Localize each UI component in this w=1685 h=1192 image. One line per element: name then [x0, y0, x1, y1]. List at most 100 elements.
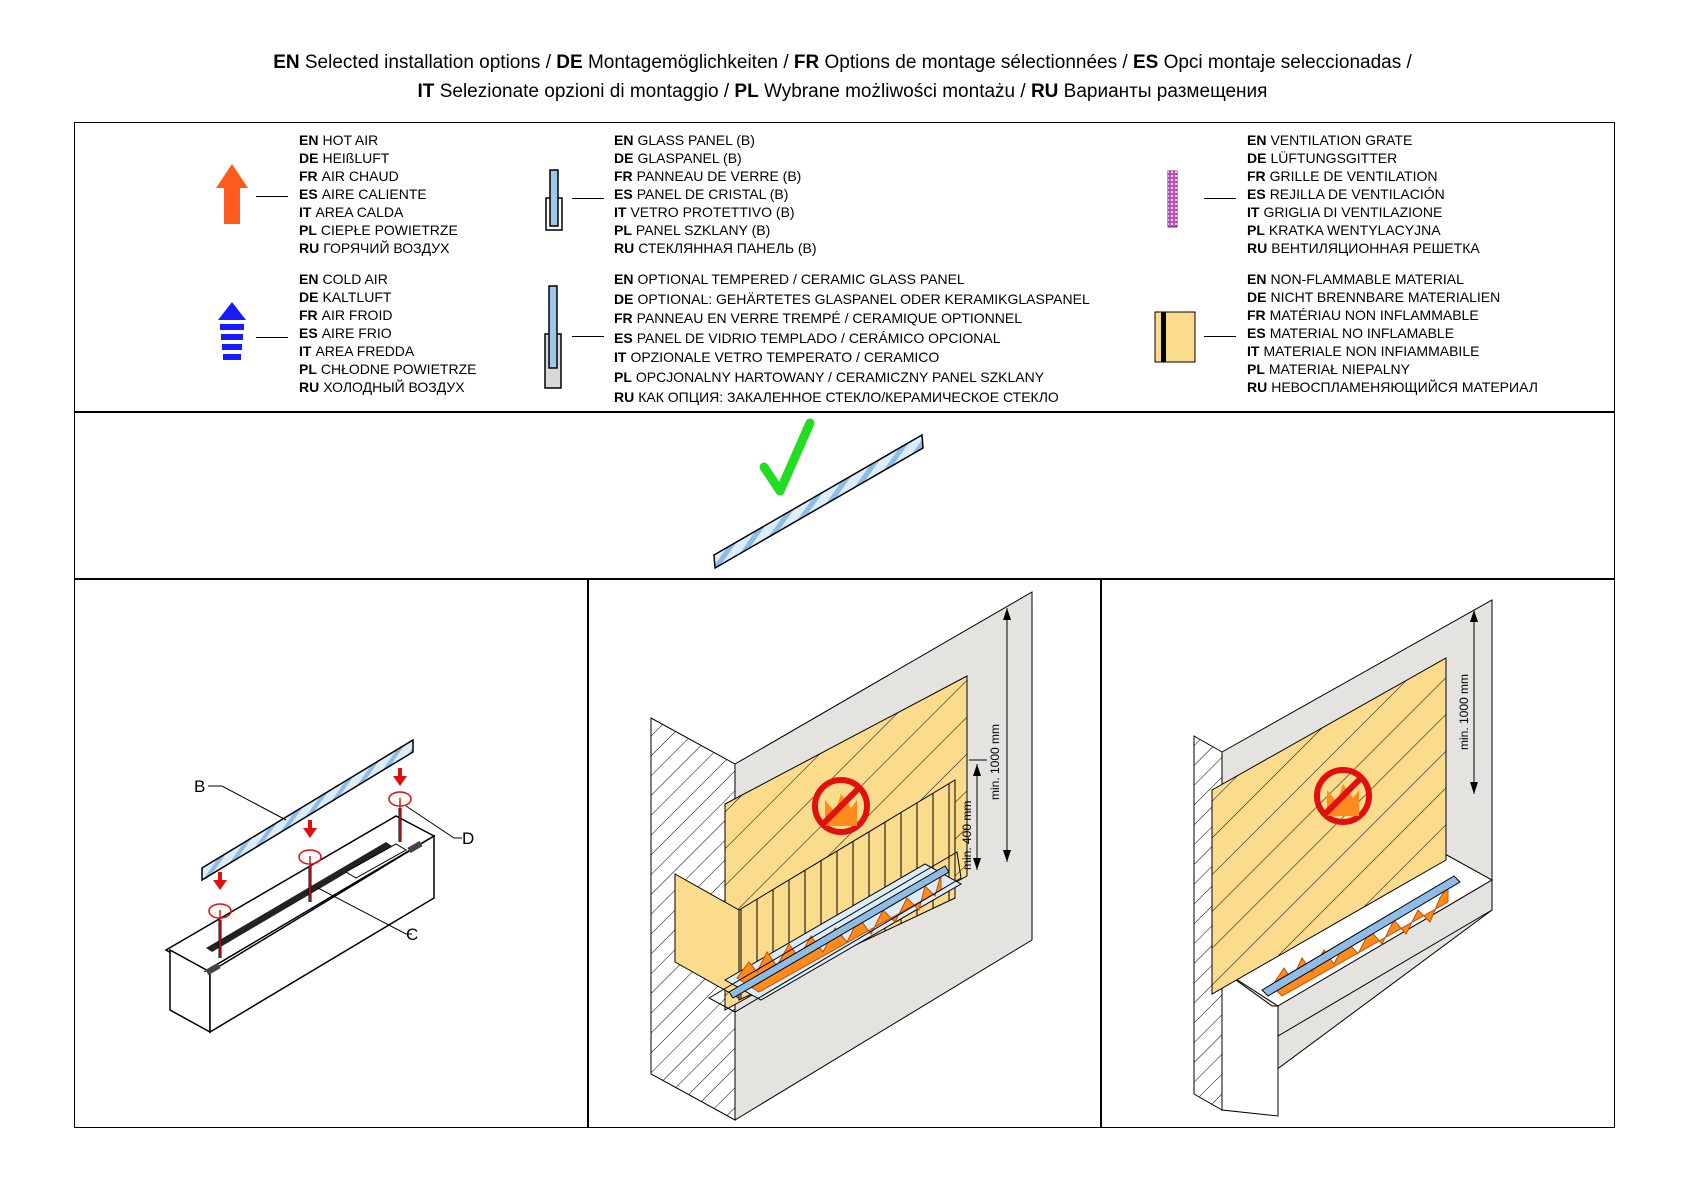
legend-label: HOT AIR — [322, 132, 379, 148]
lang-code: DE — [1247, 150, 1267, 166]
lang-code: IT — [299, 204, 312, 220]
title-text: Selezionate opzioni di montaggio / — [434, 81, 735, 102]
lang-code: FR — [299, 307, 318, 323]
installation-panel-2 — [587, 578, 1102, 1128]
lang-code: FR — [1247, 307, 1266, 323]
legend-label: PANEL DE CRISTAL (B) — [636, 186, 789, 202]
check-icon — [759, 418, 815, 496]
lang-code: FR — [299, 168, 318, 184]
legend-label: AIR FROID — [321, 307, 393, 323]
lang-code: IT — [299, 343, 312, 359]
lang-code: EN — [1247, 271, 1267, 287]
legend-label: REJILLA DE VENTILACIÓN — [1269, 186, 1445, 202]
lang-code: ES — [299, 186, 318, 202]
lang-code: IT — [1247, 204, 1260, 220]
optional-glass-icon — [544, 285, 562, 389]
lang-code: DE — [614, 290, 634, 307]
legend-label: CHŁODNE POWIETRZE — [320, 361, 477, 377]
legend-label: AIRE CALIENTE — [321, 186, 427, 202]
lang-code: RU — [614, 240, 635, 256]
page-title-line2: IT Selezionate opzioni di montaggio / PL… — [0, 81, 1685, 103]
legend-label: PANNEAU EN VERRE TREMPÉ / CERAMIQUE OPTI… — [636, 310, 1022, 327]
lang-code: FR — [1247, 168, 1266, 184]
lang-code: DE — [299, 150, 319, 166]
wall-installation-diagram: min. 1000 mm — [1193, 599, 1494, 1117]
installation-panel-3 — [1100, 578, 1615, 1128]
legend-label: СТЕКЛЯННАЯ ПАНЕЛЬ (B) — [638, 240, 817, 256]
glass-panel-icon — [545, 169, 563, 231]
lang-code: RU — [1247, 379, 1268, 395]
lang-code: PL — [1247, 361, 1265, 377]
lang-code: ES — [1247, 186, 1266, 202]
legend-label: PANNEAU DE VERRE (B) — [636, 168, 802, 184]
lang-code: ES — [614, 329, 633, 346]
legend-label: GLASPANEL (B) — [637, 150, 742, 166]
hot-air-icon — [216, 164, 248, 224]
lang-code: RU — [299, 379, 320, 395]
legend-label: OPCJONALNY HARTOWANY / CERAMICZNY PANEL … — [635, 368, 1045, 385]
dim-min-1000-corner: min. 1000 mm — [988, 724, 1002, 800]
legend-label: PANEL SZKLANY (B) — [635, 222, 771, 238]
title-text: Montagemöglichkeiten / — [582, 52, 794, 73]
lang-code: RU — [299, 240, 320, 256]
installation-panel-1 — [74, 578, 589, 1128]
lang-code: PL — [614, 222, 632, 238]
lang-code: ES — [1247, 325, 1266, 341]
assembly-diagram: B C D — [164, 738, 474, 1034]
legend-label: NICHT BRENNBARE MATERIALIEN — [1270, 289, 1501, 305]
selected-option-panel — [74, 411, 1615, 580]
legend-label: AREA FREDDA — [315, 343, 415, 359]
lang-code: EN — [273, 52, 300, 73]
legend-label: LÜFTUNGSGITTER — [1270, 150, 1398, 166]
legend-label: AIRE FRIO — [321, 325, 392, 341]
lang-code: DE — [1247, 289, 1267, 305]
label-c: C — [406, 925, 418, 944]
non-flammable-icon — [1154, 311, 1196, 363]
dim-min-1000-wall: min. 1000 mm — [1457, 674, 1471, 750]
legend-label: OPZIONALE VETRO TEMPERATO / CERAMICO — [630, 349, 940, 366]
lang-code: RU — [614, 388, 635, 405]
lang-code: RU — [1247, 240, 1268, 256]
lang-code: ES — [1132, 52, 1159, 73]
title-text: Wybrane możliwości montażu / — [758, 81, 1031, 102]
page-title-line1: EN Selected installation options / DE Mo… — [0, 52, 1685, 74]
lang-code: FR — [614, 310, 633, 327]
lang-code: IT — [614, 349, 627, 366]
legend-label: VENTILATION GRATE — [1270, 132, 1413, 148]
legend-label: AREA CALDA — [315, 204, 404, 220]
ventilation-grate-icon — [1167, 170, 1178, 228]
legend-label: НЕВОСПЛАМЕНЯЮЩИЙСЯ МАТЕРИАЛ — [1271, 379, 1538, 395]
title-text: Selected installation options / — [299, 52, 557, 73]
legend-label: GRIGLIA DI VENTILAZIONE — [1263, 204, 1443, 220]
legend-label: AIR CHAUD — [321, 168, 399, 184]
title-text: Opci montaje seleccionadas / — [1158, 52, 1412, 73]
lang-code: EN — [1247, 132, 1267, 148]
